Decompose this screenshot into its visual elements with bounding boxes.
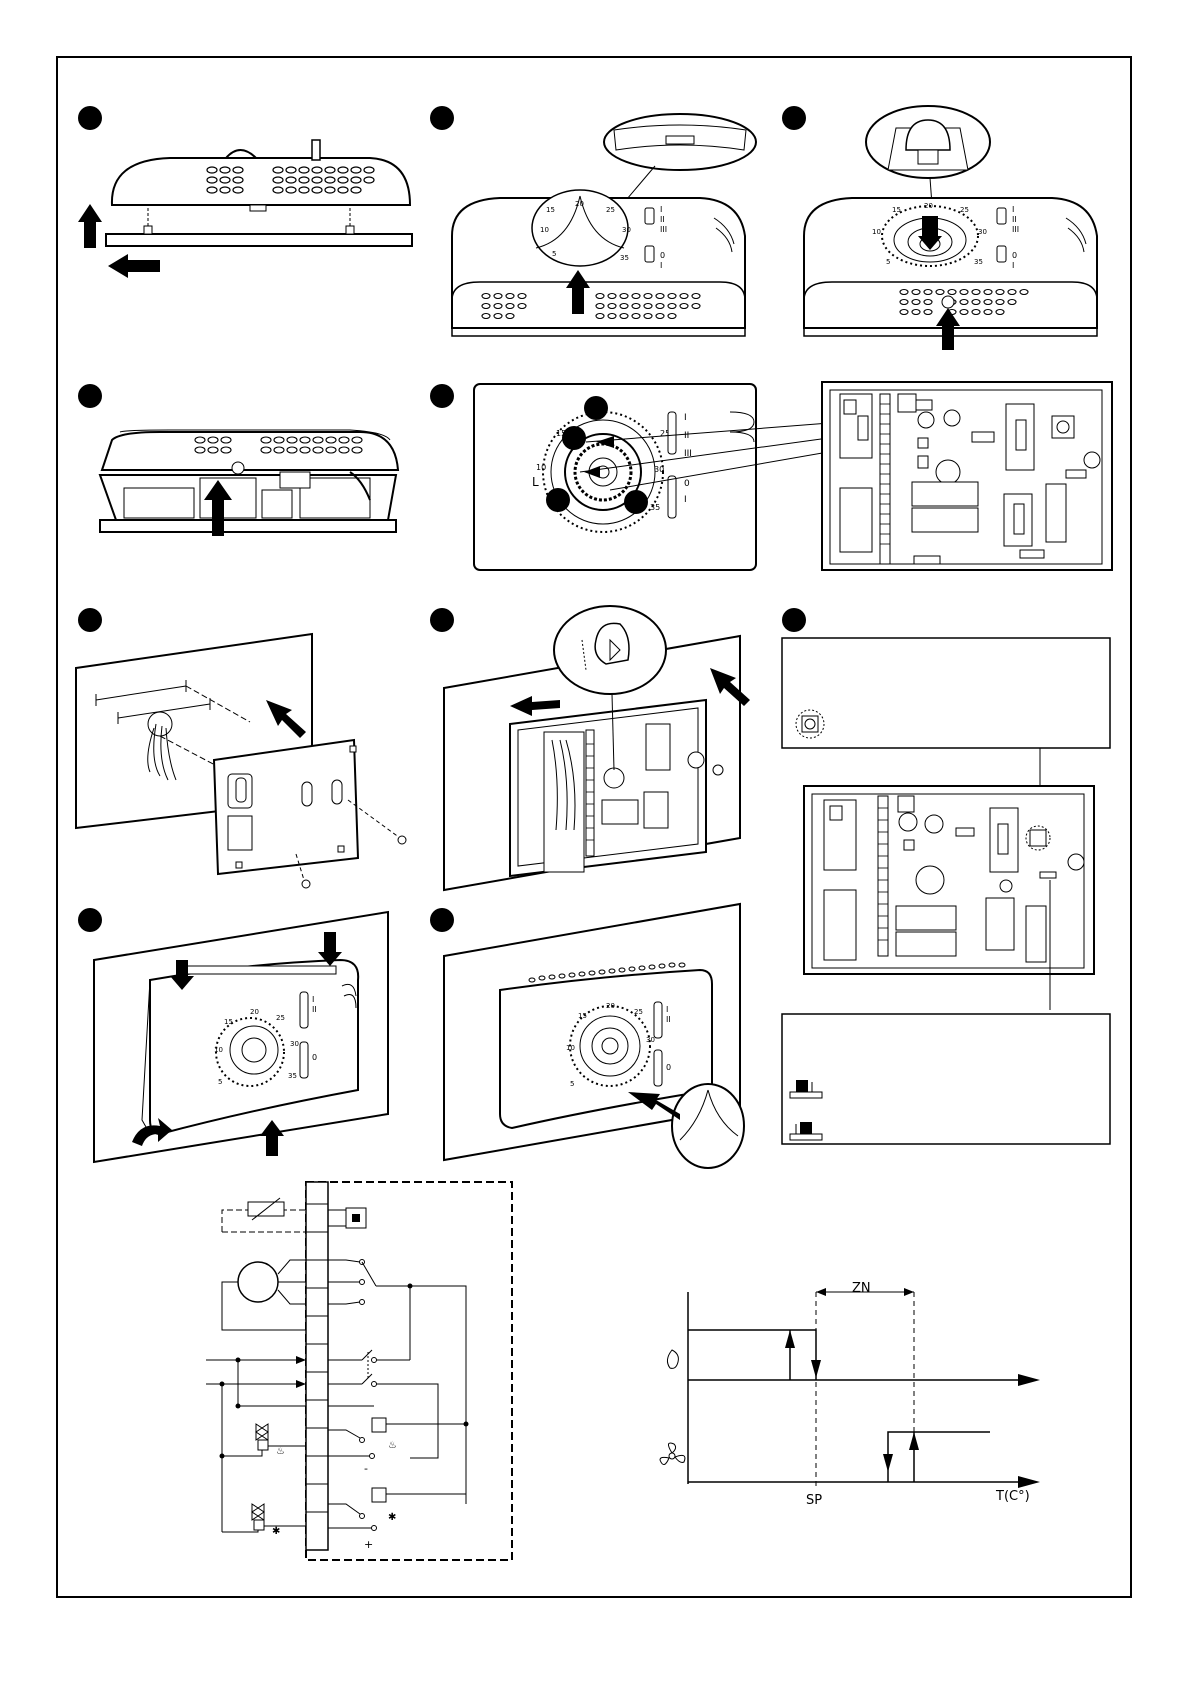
flame-icon — [667, 1350, 678, 1368]
axis-label: T(C°) — [995, 1489, 1030, 1504]
cooling-curve — [888, 1432, 990, 1482]
setpoint-label: SP — [806, 1493, 822, 1508]
zone-label: ZN — [852, 1281, 871, 1296]
fan-icon — [660, 1443, 685, 1464]
heating-curve — [688, 1330, 816, 1380]
